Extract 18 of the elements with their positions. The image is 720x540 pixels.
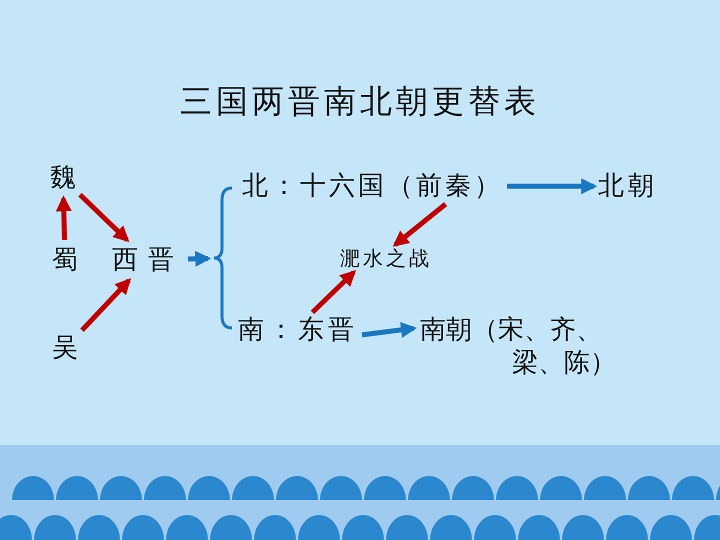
- node-text: 蜀: [52, 244, 78, 276]
- arrow: [80, 278, 132, 332]
- node-text: 南朝（宋、齐、梁、陈）: [420, 314, 628, 379]
- arrow: [188, 250, 212, 267]
- node-text: 魏: [50, 162, 76, 194]
- arrow: [392, 202, 448, 247]
- title: 三国两晋南北朝更替表: [179, 81, 541, 122]
- node-text: 南：东晋: [238, 314, 358, 346]
- node-text: 吴: [52, 332, 78, 364]
- node-text: 西晋: [112, 244, 184, 276]
- arrow: [78, 192, 130, 242]
- arrow: [362, 322, 417, 338]
- node-text: 北：十六国（前秦）: [242, 170, 503, 202]
- arrow: [310, 270, 356, 314]
- node-text: 淝水之战: [340, 246, 432, 271]
- node-text: 北朝: [598, 170, 658, 202]
- arrow: [507, 178, 598, 194]
- arrow: [56, 195, 72, 240]
